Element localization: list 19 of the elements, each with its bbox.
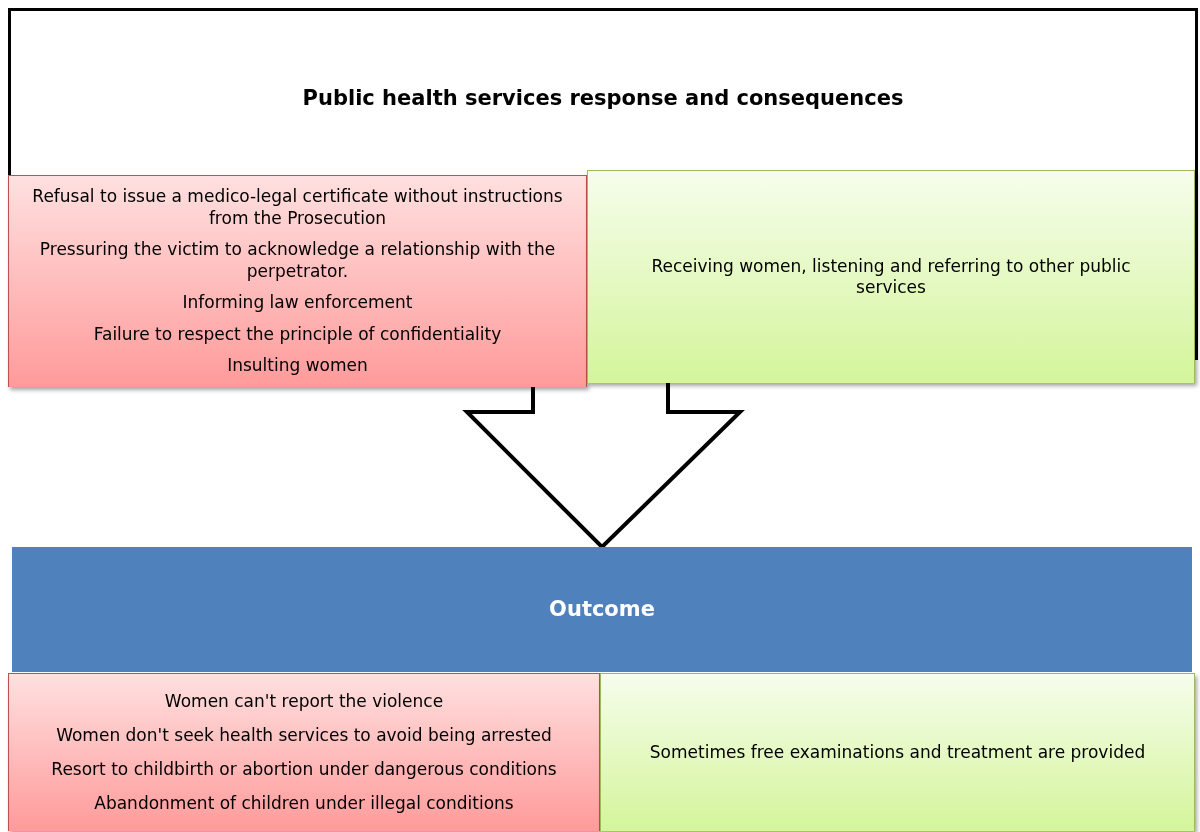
title-panel [8,8,1198,170]
statement-text: Sometimes free examinations and treatment are provided [649,741,1146,764]
positive-box [587,170,1195,383]
statement-text: Women can't report the violence [164,690,444,713]
issue-box [8,175,587,387]
issue-box [8,673,600,831]
band-heading: Outcome [549,596,655,623]
statement-text: Receiving women, listening and referring to other public services [650,255,1132,299]
statement-text: Abandonment of children under illegal conditions [94,792,514,815]
statement-text: Resort to childbirth or abortion under dangerous conditions [51,758,557,781]
statement-text: Failure to respect the principle of confidentiality [93,323,502,345]
panel-heading: Public health services response and consequences [302,85,904,112]
statement-text: Refusal to issue a medico-legal certificate without instructions from the Prosecution [31,186,564,229]
statement-text: Women don't seek health services to avoid being arrested [56,724,552,747]
statement-text: Insulting women [227,355,368,377]
positive-box [600,673,1195,831]
statement-text: Pressuring the victim to acknowledge a relationship with the perpetrator. [38,239,557,282]
outcome-band [12,547,1192,672]
statement-text: Informing law enforcement [182,292,413,314]
